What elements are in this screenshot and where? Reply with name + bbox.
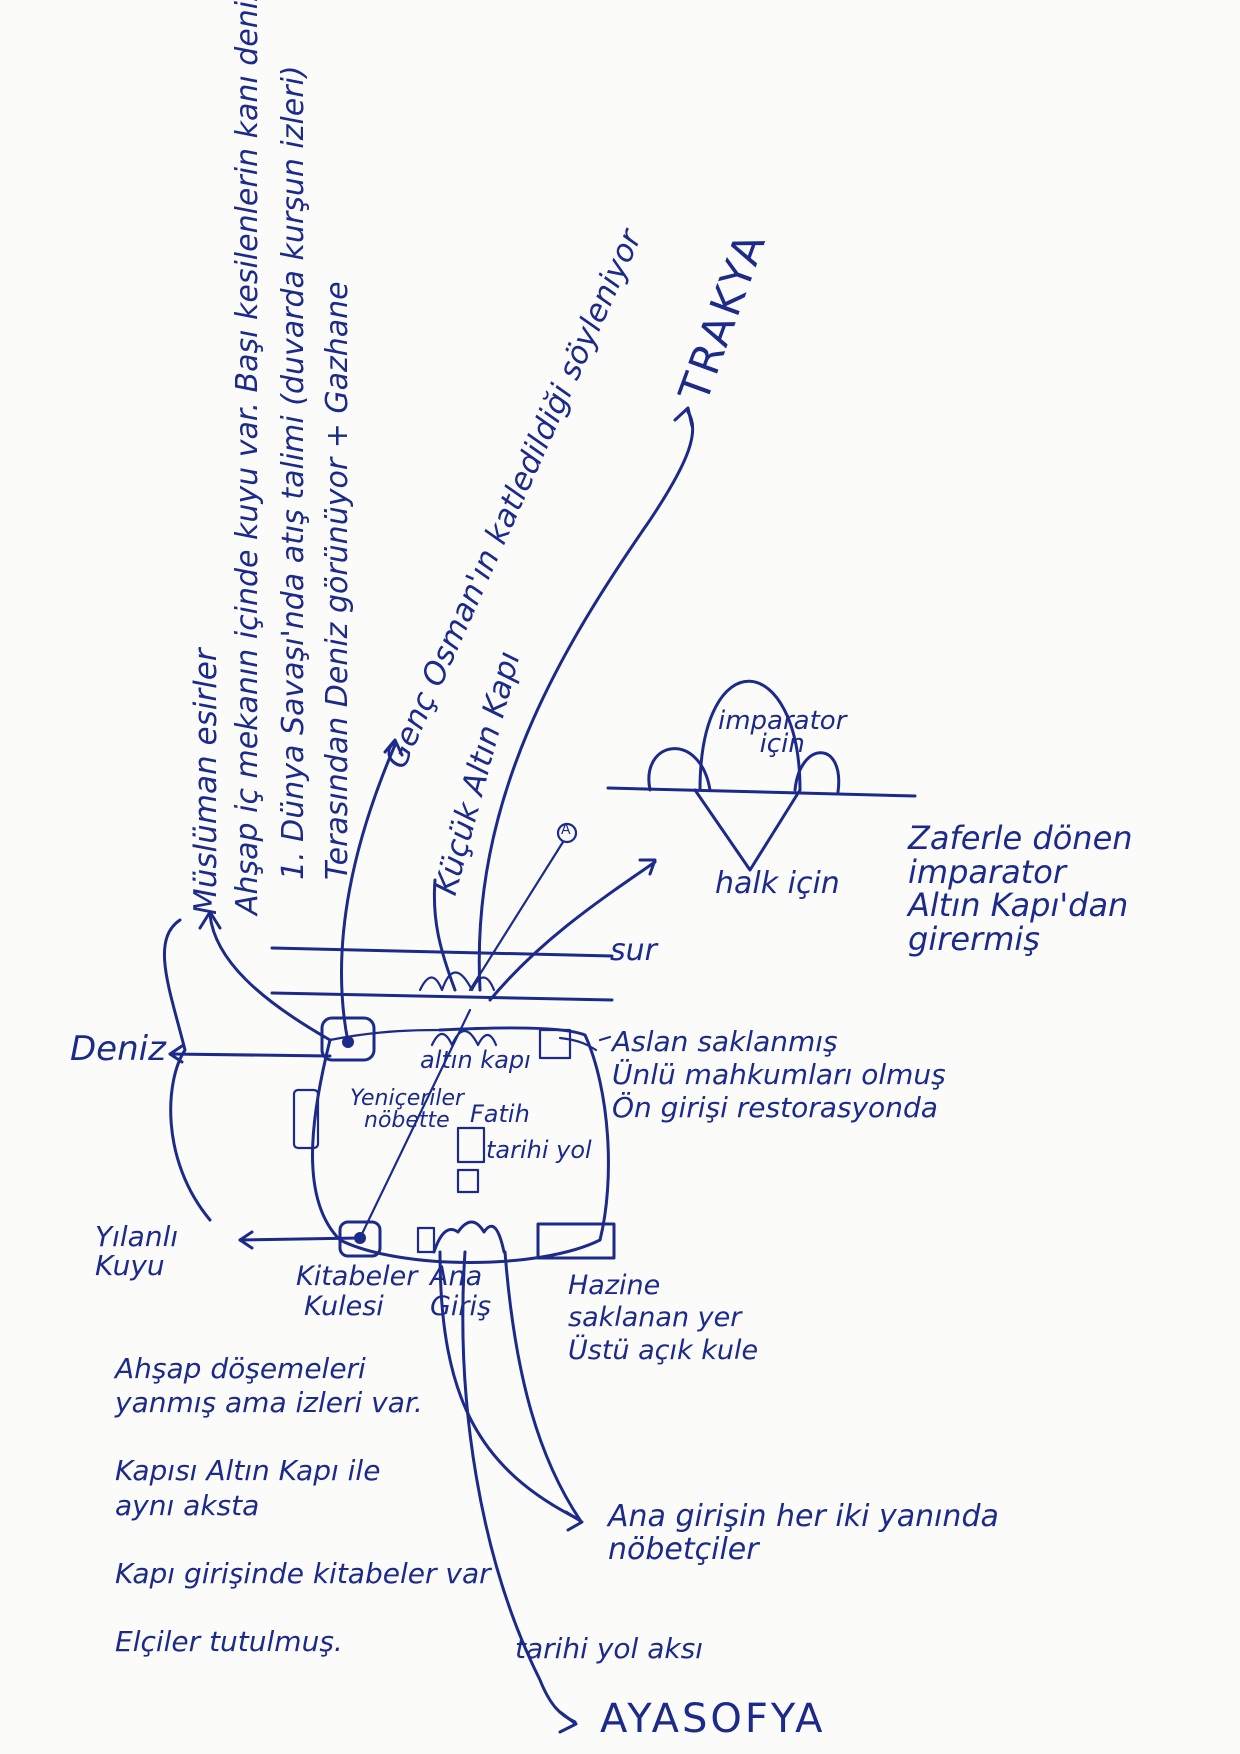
- altin-kapi-arches: [418, 971, 496, 992]
- teras-note: Terasından Deniz görünüyor + Gazhane: [320, 281, 355, 880]
- dunya-savasi-note: 1. Dünya Savaşı'nda atış talimi (duvarda…: [276, 65, 311, 880]
- tarihi-yol-aksi-label: tarihi yol aksı: [515, 1632, 703, 1665]
- ana-giris-label: Ana Giriş: [430, 1261, 492, 1322]
- yilanli-kuyu-line: [238, 1236, 362, 1242]
- tarihi-yol-label: tarihi yol: [486, 1136, 592, 1164]
- musluman-curve: [208, 913, 332, 1042]
- altin-kapi-label: altın kapı: [420, 1046, 531, 1074]
- deniz-arrowhead: [168, 1044, 184, 1064]
- nobetciler-arrowhead: [564, 1510, 584, 1532]
- hazine-tower: [536, 1222, 616, 1260]
- side-structure-left: [292, 1088, 320, 1150]
- marker-a-label: A: [561, 822, 571, 838]
- aslan-pointer: [598, 1035, 612, 1042]
- altin-kapi-inner-arches: [430, 1029, 498, 1047]
- ayasofya-arrowhead: [558, 1710, 578, 1734]
- tower-top-right: [538, 1028, 572, 1060]
- zafer-note: Zaferle dönen imparator Altın Kapı'dan g…: [908, 819, 1133, 958]
- ayasofya-label: AYASOFYA: [600, 1696, 826, 1742]
- halk-icin-v: [693, 788, 802, 872]
- fatih-label: Fatih: [470, 1100, 530, 1128]
- deniz-brace: [162, 918, 212, 1222]
- nobetciler-curve-left: [438, 1250, 582, 1522]
- marker-a-line: [468, 840, 565, 992]
- musluman-arrowhead: [198, 910, 222, 930]
- yeniceriler-note: Yeniçeriler nöbette: [350, 1086, 465, 1133]
- kucuk-altin-kapi-curve: [432, 878, 457, 992]
- trakya-arrowhead: [673, 406, 694, 428]
- trakya-curve: [477, 410, 695, 992]
- aslan-note: Aslan saklanmış Ünlü mahkumları olmuş Ön…: [612, 1025, 946, 1125]
- ana-giris-arches: [432, 1220, 506, 1254]
- tower-top-left: [320, 1016, 376, 1062]
- nobetciler-curve-right: [503, 1250, 582, 1522]
- ana-giris-tower-left: [416, 1226, 436, 1254]
- aslan-brace: [558, 1036, 598, 1052]
- imparator-arch-left: [647, 747, 712, 792]
- hazine-note: Hazine saklanan yer Üstü açık kule: [568, 1270, 759, 1366]
- sur-line-lower: [270, 991, 614, 1002]
- deniz-label: Deniz: [70, 1029, 166, 1069]
- marker-a-circle: [556, 822, 578, 844]
- fatih-structure: [456, 1126, 486, 1164]
- halk-icin-arrowhead: [638, 858, 657, 876]
- yilanli-kuyu-label: Yılanlı Kuyu: [95, 1220, 179, 1283]
- genc-osman-curve: [339, 743, 397, 1044]
- imparator-icin-label: imparator için: [718, 706, 847, 760]
- kitabeler-diagonal: [358, 1008, 472, 1240]
- ahsap-kuyu-note: Ahşap iç mekanın içinde kuyu var. Başı k…: [230, 0, 265, 915]
- tarihi-yol-structure: [456, 1168, 480, 1194]
- ceremonial-ground-line: [606, 786, 917, 798]
- kitabeler-kulesi-label: Kitabeler Kulesi: [296, 1261, 418, 1322]
- halk-icin-label: halk için: [715, 866, 840, 901]
- genc-osman-arrowhead: [383, 738, 404, 757]
- yilanli-kuyu-arrowhead: [238, 1230, 254, 1250]
- kitabeler-notes: Ahşap döşemeleri yanmış ama izleri var. …: [115, 1352, 491, 1659]
- halk-icin-arrow: [488, 860, 657, 1002]
- deniz-line: [168, 1052, 332, 1058]
- tarihi-yol-aksi-curve: [461, 1250, 577, 1724]
- imparator-arch-main: [698, 679, 802, 792]
- ana-girisin-note: Ana girişin her iki yanında nöbetçiler: [608, 1499, 999, 1567]
- sur-label: sur: [610, 933, 657, 968]
- imparator-arch-right: [793, 751, 841, 794]
- musluman-esirler-note: Müslüman esirler: [188, 648, 224, 915]
